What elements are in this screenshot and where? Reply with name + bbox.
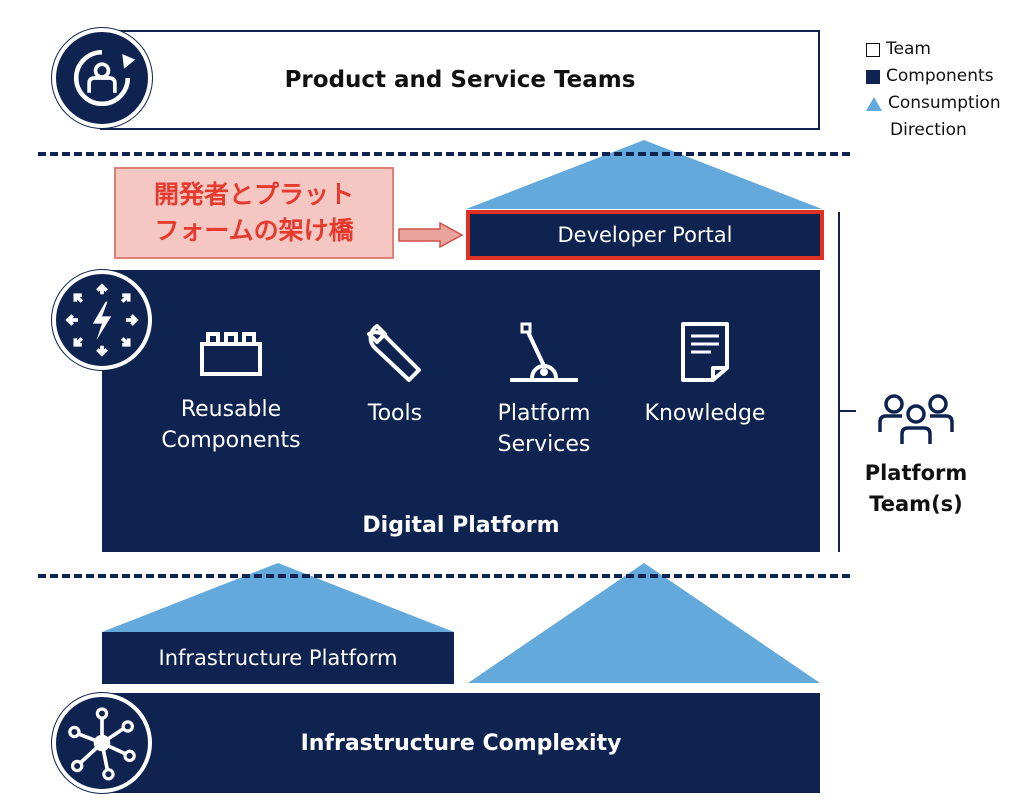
components-swatch-icon xyxy=(866,69,880,84)
digital-platform-box: Reusable Components Tools Platform Servi… xyxy=(102,270,820,552)
reusable-components-item: Reusable Components xyxy=(132,328,330,456)
legend: Team Components Consumption Direction xyxy=(866,36,1001,144)
knowledge-item: Knowledge xyxy=(630,320,780,429)
legend-components-label: Components xyxy=(886,66,994,86)
legend-consumption-label: Consumption xyxy=(888,93,1001,113)
platform-services-label-line2: Services xyxy=(497,432,591,457)
consumption-triangle-icon xyxy=(866,96,882,111)
legend-direction-label: Direction xyxy=(890,120,967,140)
product-service-teams-box: Product and Service Teams xyxy=(100,30,820,130)
reusable-components-label-line2: Components xyxy=(161,428,301,453)
developer-portal-box: Developer Portal xyxy=(466,210,824,260)
distribution-energy-icon xyxy=(52,270,152,370)
team-swatch-icon xyxy=(866,42,880,57)
wrench-icon xyxy=(367,324,421,382)
legend-item-team: Team xyxy=(866,36,1001,63)
tools-item: Tools xyxy=(330,320,460,429)
platform-team-label-line2: Team(s) xyxy=(869,492,963,516)
product-service-teams-label: Product and Service Teams xyxy=(284,67,636,93)
legend-team-label: Team xyxy=(886,39,931,59)
infrastructure-complexity-box: Infrastructure Complexity xyxy=(102,693,820,793)
separator-dashed-line-top xyxy=(38,152,850,156)
tools-label: Tools xyxy=(367,401,423,426)
infrastructure-complexity-label: Infrastructure Complexity xyxy=(300,730,622,756)
people-group-icon xyxy=(878,394,954,444)
callout-arrow-icon xyxy=(398,222,464,248)
network-hub-icon xyxy=(52,693,152,793)
infra-complexity-consumption-triangle xyxy=(468,563,820,683)
platform-team-bracket xyxy=(838,212,840,552)
legend-item-consumption-line2: Direction xyxy=(866,117,1001,144)
infrastructure-platform-box: Infrastructure Platform xyxy=(102,632,454,684)
callout-line2: フォームの架け橋 xyxy=(154,216,354,245)
separator-dashed-line-bottom xyxy=(38,574,850,578)
team-cycle-icon xyxy=(52,28,152,128)
digital-platform-title: Digital Platform xyxy=(362,513,560,538)
platform-services-label-line1: Platform xyxy=(497,401,591,426)
platform-team-label: Platform Team(s) xyxy=(850,458,982,520)
legend-item-consumption: Consumption xyxy=(866,90,1001,117)
lego-brick-icon xyxy=(200,332,262,376)
infrastructure-platform-label: Infrastructure Platform xyxy=(158,646,398,670)
bridge-callout-box: 開発者とプラット フォームの架け橋 xyxy=(114,167,394,259)
reusable-components-label-line1: Reusable xyxy=(180,397,282,422)
knowledge-label: Knowledge xyxy=(644,401,766,426)
callout-line1: 開発者とプラット xyxy=(153,180,354,209)
platform-team-bracket-tick xyxy=(838,410,856,412)
developer-portal-consumption-triangle xyxy=(466,140,822,209)
lever-icon xyxy=(510,322,578,382)
developer-portal-label: Developer Portal xyxy=(557,223,733,247)
platform-team-label-line1: Platform xyxy=(864,461,968,485)
legend-item-components: Components xyxy=(866,63,1001,90)
document-icon xyxy=(681,322,729,382)
platform-services-item: Platform Services xyxy=(474,320,614,460)
